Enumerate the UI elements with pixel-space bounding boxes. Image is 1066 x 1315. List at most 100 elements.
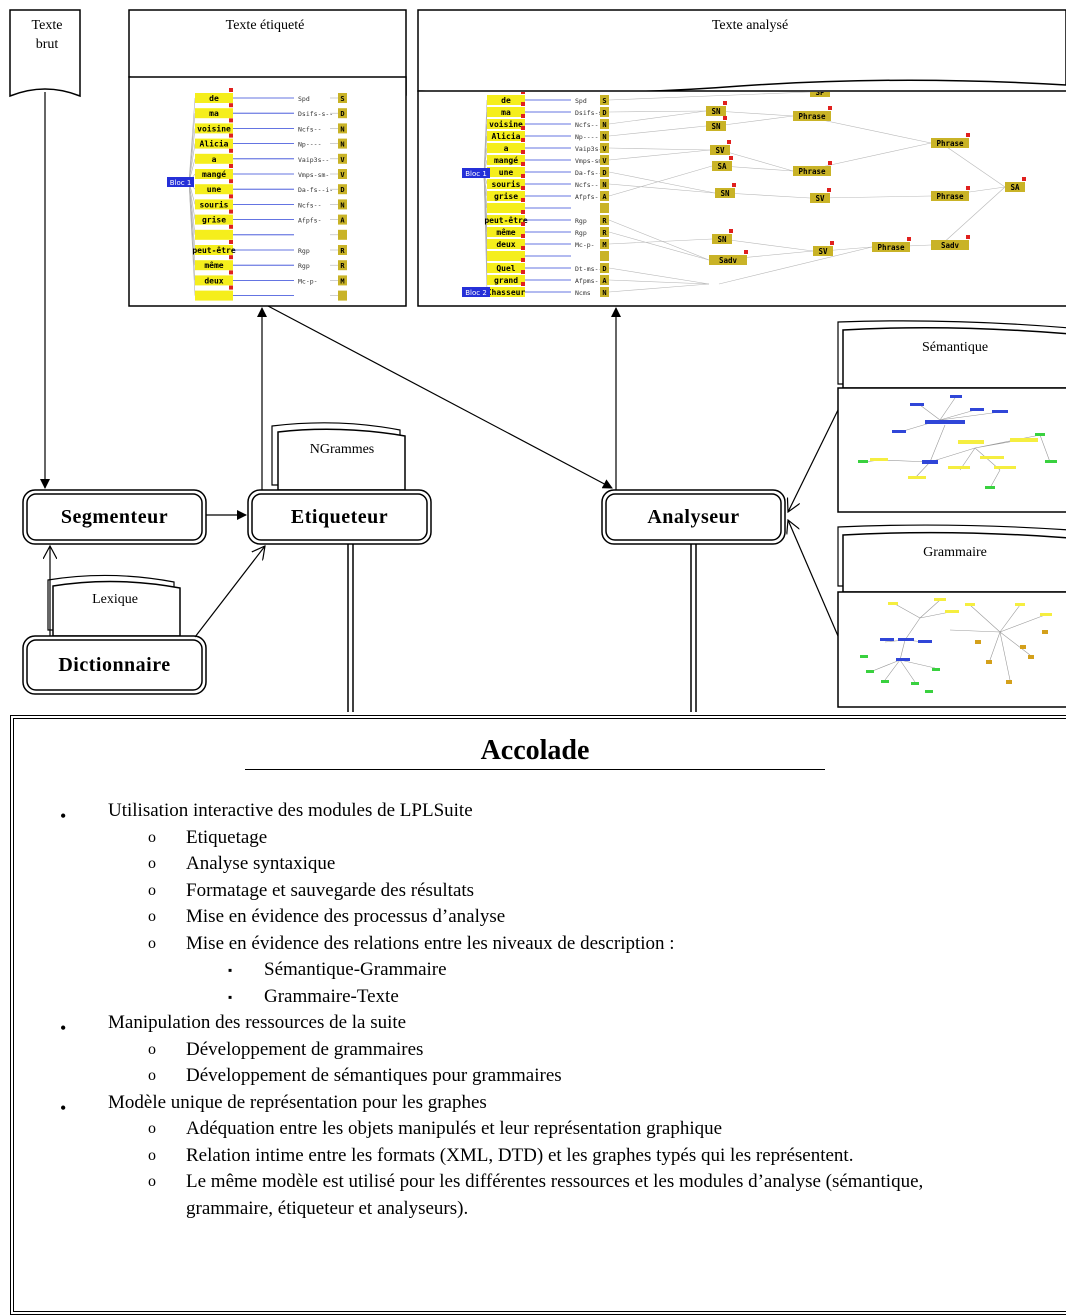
phrase-edge bbox=[819, 195, 932, 199]
segmenteur-module[interactable]: Segmenteur bbox=[60, 505, 169, 528]
cat-label: S bbox=[602, 97, 606, 105]
tag-label: Ncfs-- bbox=[298, 201, 321, 209]
word-node bbox=[195, 245, 233, 255]
feature-item: Manipulation des ressources de la suiteD… bbox=[60, 1010, 980, 1090]
word-node-marker bbox=[521, 210, 525, 214]
root-node bbox=[167, 177, 194, 187]
phrase-node bbox=[793, 111, 831, 121]
cat-node bbox=[600, 239, 609, 249]
word-node-marker bbox=[521, 258, 525, 262]
phrase-node bbox=[931, 191, 969, 201]
word-node bbox=[487, 119, 525, 129]
tag-label: Mc-p- bbox=[298, 277, 318, 285]
tag-label: Ncfs-- bbox=[575, 121, 598, 129]
word-label: une bbox=[499, 168, 514, 177]
word-label: mangé bbox=[494, 155, 518, 165]
word-label: peut-être bbox=[192, 245, 236, 255]
word-label: ma bbox=[501, 108, 511, 117]
analyseur-module[interactable]: Analyseur bbox=[647, 505, 740, 528]
word-node bbox=[487, 155, 525, 165]
word-label: deux bbox=[204, 276, 223, 285]
phrase-edge bbox=[721, 165, 794, 172]
phrase-node bbox=[706, 106, 726, 116]
phrase-edge bbox=[608, 219, 710, 261]
word-node bbox=[195, 199, 233, 210]
cat-node bbox=[600, 215, 609, 225]
etiqueteur-box-shape bbox=[247, 489, 432, 545]
cat-node bbox=[600, 191, 609, 201]
root-label: Bloc 1 bbox=[465, 170, 487, 178]
feature-subitem: Relation intime entre les formats (XML, … bbox=[108, 1143, 980, 1170]
word-label: ma bbox=[209, 109, 219, 118]
phrase-label: Phrase bbox=[936, 139, 964, 148]
word-node-marker bbox=[229, 103, 233, 108]
tag-label: Dsifs-s-- bbox=[575, 109, 610, 117]
word-node bbox=[195, 290, 233, 301]
feature-item-text: Modèle unique de représentation pour les… bbox=[108, 1091, 487, 1113]
word-node bbox=[195, 229, 233, 240]
word-node bbox=[487, 179, 525, 189]
doc-texte-etiquete-panel bbox=[128, 76, 407, 307]
word-label: Alicia bbox=[200, 139, 229, 149]
phrase-edge bbox=[608, 125, 707, 137]
cat-label: A bbox=[340, 217, 345, 225]
feature-subitem: Développement de sémantiques pour gramma… bbox=[108, 1063, 980, 1090]
doc-ngrammes bbox=[277, 428, 406, 491]
word-node bbox=[487, 143, 525, 153]
root-node bbox=[462, 168, 490, 178]
word-node-marker bbox=[229, 88, 233, 92]
phrase-label: Sadv bbox=[941, 241, 960, 250]
word-label: de bbox=[501, 96, 511, 105]
phrase-edge bbox=[724, 192, 811, 199]
phrase-node-marker bbox=[907, 237, 911, 241]
cat-node bbox=[338, 229, 347, 240]
phrase-node-marker bbox=[827, 82, 831, 86]
word-node-marker bbox=[229, 270, 233, 275]
word-node bbox=[195, 153, 233, 164]
phrase-node bbox=[710, 145, 730, 155]
feature-subitem: Formatage et sauvegarde des résultats bbox=[108, 878, 980, 905]
phrase-node bbox=[715, 188, 735, 198]
word-label: a bbox=[504, 144, 509, 153]
cat-node bbox=[338, 169, 347, 179]
dictionnaire-module[interactable]: Dictionnaire bbox=[58, 653, 171, 676]
tag-label: Vaip3s-- bbox=[298, 156, 329, 164]
tag-label: Ncms bbox=[575, 289, 591, 297]
tag-label: Ncfs-- bbox=[575, 181, 598, 189]
phrase-node bbox=[1005, 182, 1025, 192]
phrase-node-marker bbox=[827, 188, 831, 192]
phrase-edge bbox=[608, 149, 711, 161]
word-label: peut-être bbox=[484, 215, 528, 225]
feature-subitem: Le même modèle est utilisé pour les diff… bbox=[108, 1169, 980, 1222]
phrase-node-marker bbox=[828, 106, 832, 110]
feature-subitem: Analyse syntaxique bbox=[108, 851, 980, 878]
phrase-edge bbox=[719, 149, 794, 172]
cat-node bbox=[338, 184, 347, 195]
tag-label: Da-fs--i- bbox=[575, 169, 610, 177]
cat-label: N bbox=[602, 289, 606, 297]
phrase-edge bbox=[608, 238, 713, 245]
tag-label: Dsifs-s-- bbox=[298, 110, 333, 118]
tag-label: Spd bbox=[298, 95, 310, 103]
tag-label: Dt-ms---- bbox=[575, 265, 610, 273]
accolade-feature-list: Utilisation interactive des modules de L… bbox=[60, 798, 980, 1222]
cat-node bbox=[338, 108, 347, 119]
phrase-edge bbox=[608, 110, 707, 125]
word-label: Alicia bbox=[492, 131, 521, 141]
connector-etiqueteur-accolade bbox=[347, 544, 354, 712]
phrase-edge bbox=[715, 110, 794, 117]
doc-grammaire-panel bbox=[837, 591, 1066, 708]
tree-edge bbox=[188, 181, 196, 296]
word-node bbox=[195, 275, 233, 286]
etiqueteur-module[interactable]: Etiqueteur bbox=[290, 505, 389, 528]
word-node bbox=[195, 93, 233, 103]
doc-grammaire-header bbox=[842, 531, 1066, 593]
feature-subsubitem: Grammaire-Texte bbox=[186, 984, 980, 1011]
word-node bbox=[195, 184, 233, 195]
phrase-label: Phrase bbox=[798, 112, 826, 121]
feature-subitem-text: Adéquation entre les objets manipulés et… bbox=[186, 1118, 723, 1139]
cat-node bbox=[338, 138, 347, 149]
phrase-node-marker bbox=[828, 161, 832, 165]
doc-semantique-header bbox=[842, 327, 1066, 389]
